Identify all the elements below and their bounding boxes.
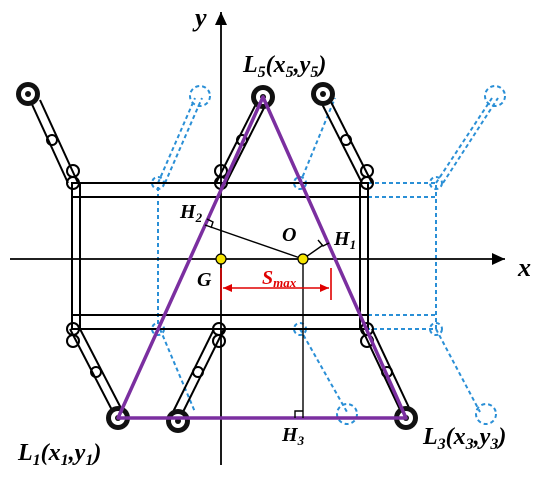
label-L5: L5(x5,y5)	[242, 52, 326, 81]
label-H2: H2	[179, 201, 203, 225]
ghost-foot-icon	[484, 85, 506, 107]
ghost-leg-front-right	[435, 97, 493, 184]
coordinate-axes	[10, 12, 505, 465]
ghost-foot-icon	[475, 403, 497, 425]
right-angle-mark-H3	[294, 410, 303, 418]
ghost-joint-icon	[429, 176, 443, 190]
ghost-joint-icon	[429, 322, 443, 336]
ghost-leg-front-left-b	[164, 97, 203, 184]
ghost-leg-front-right-b	[442, 97, 499, 184]
ghost-leg-front-mid	[299, 97, 336, 184]
point-G-marker	[215, 253, 227, 265]
foot-front-left-icon	[16, 82, 40, 106]
ghost-body-frame	[157, 182, 437, 330]
ghost-leg-front-left	[157, 97, 196, 184]
joint-icon	[66, 334, 80, 348]
support-triangle	[116, 95, 408, 420]
perpendicular-H2	[204, 224, 304, 260]
leg-front-left-a	[29, 99, 69, 184]
label-Smax: Smax	[262, 267, 297, 290]
body-frame	[71, 182, 369, 330]
ghost-foot-icon	[336, 403, 358, 425]
joint-icon	[212, 334, 226, 348]
ghost-leg-rear-left	[159, 328, 196, 413]
smax-dimension	[220, 268, 332, 300]
leg-rear-left-b	[79, 328, 125, 415]
label-H3: H3	[281, 424, 305, 448]
perpendiculars	[204, 218, 330, 418]
right-angle-mark-H2	[206, 218, 214, 229]
joint-icon	[66, 176, 80, 190]
y-axis-label: y	[192, 3, 207, 32]
leg-front-left-b	[39, 99, 79, 184]
knee-joint-icon	[340, 134, 352, 146]
knee-joint-icon	[46, 134, 58, 146]
robot-ghost-dashed	[151, 85, 506, 425]
right-angle-mark-H1	[317, 239, 330, 247]
ghost-leg-rear-mid	[299, 328, 348, 413]
foot-rear-mid-icon	[166, 409, 190, 433]
label-L1: L1(x1,y1)	[17, 440, 101, 469]
knee-joint-icon	[90, 366, 102, 378]
knee-joint-icon	[192, 366, 204, 378]
label-L3: L3(x3,y3)	[422, 424, 506, 453]
label-O: O	[282, 224, 296, 246]
x-axis-label: x	[517, 253, 531, 282]
label-G: G	[197, 269, 212, 291]
label-H1: H1	[333, 228, 356, 252]
point-O-marker	[297, 253, 309, 265]
ghost-foot-icon	[189, 85, 211, 107]
joint-icon	[360, 176, 374, 190]
ghost-leg-rear-right	[435, 328, 481, 413]
foot-front-right-icon	[311, 82, 335, 106]
